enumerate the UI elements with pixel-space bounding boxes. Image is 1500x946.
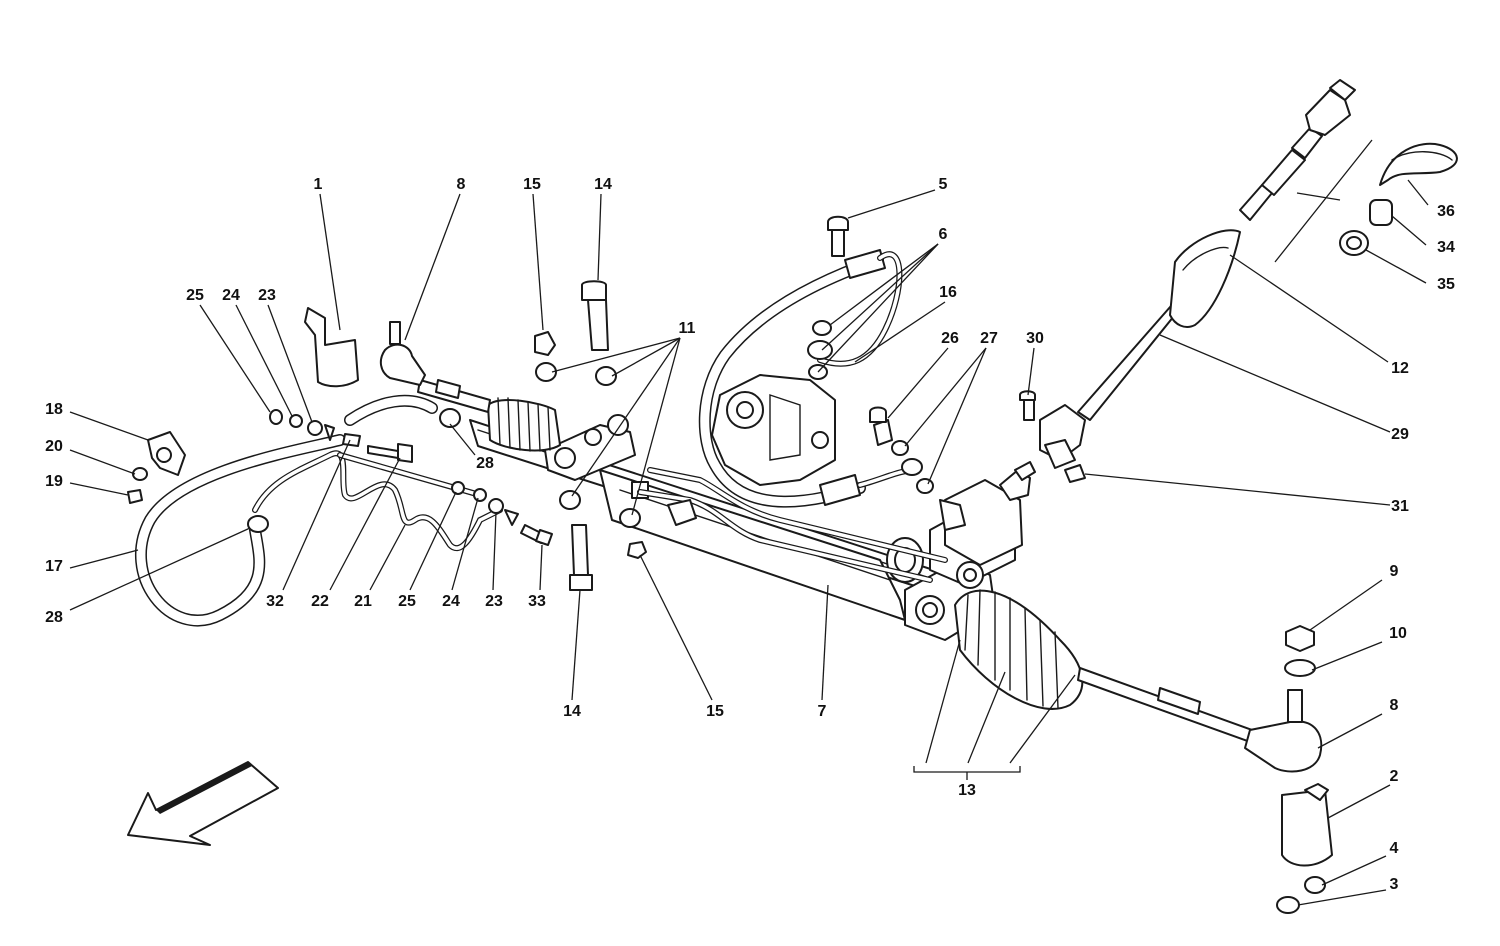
mounting-bolts-14-15 xyxy=(534,280,649,591)
callout-14-lower[interactable]: 14 xyxy=(563,703,581,720)
callout-34[interactable]: 34 xyxy=(1437,239,1455,256)
callout-8-right[interactable]: 8 xyxy=(1389,697,1399,714)
callout-1[interactable]: 1 xyxy=(313,176,323,193)
right-tie-rod xyxy=(1077,667,1323,773)
callout-26[interactable]: 26 xyxy=(941,330,959,347)
callout-24-lower[interactable]: 24 xyxy=(442,593,460,610)
callout-14[interactable]: 14 xyxy=(594,176,612,193)
callout-28-left[interactable]: 28 xyxy=(45,609,63,626)
callout-25-lower[interactable]: 25 xyxy=(398,593,416,610)
steering-column xyxy=(1019,79,1356,483)
callout-15-lower[interactable]: 15 xyxy=(706,703,724,720)
return-hose-17 xyxy=(134,394,438,627)
bracket-1 xyxy=(304,307,359,388)
callout-12[interactable]: 12 xyxy=(1391,360,1409,377)
callout-10[interactable]: 10 xyxy=(1389,625,1407,642)
callout-23[interactable]: 23 xyxy=(258,287,276,304)
leader-lines xyxy=(69,139,1429,906)
callout-32[interactable]: 32 xyxy=(266,593,284,610)
callout-7[interactable]: 7 xyxy=(817,703,827,720)
callout-25[interactable]: 25 xyxy=(186,287,204,304)
rack-pipes-7 xyxy=(637,467,966,583)
callout-13[interactable]: 13 xyxy=(958,782,976,799)
callout-5[interactable]: 5 xyxy=(938,176,948,193)
callout-36[interactable]: 36 xyxy=(1437,203,1455,220)
callout-31[interactable]: 31 xyxy=(1391,498,1409,515)
banjo-fittings-5-6 xyxy=(807,215,934,494)
callout-35[interactable]: 35 xyxy=(1437,276,1455,293)
bracket-18 xyxy=(127,431,186,504)
washer-set-upper xyxy=(269,409,335,441)
callout-6[interactable]: 6 xyxy=(938,226,948,243)
insulator-parts xyxy=(1339,142,1458,256)
callout-22[interactable]: 22 xyxy=(311,593,329,610)
callout-9[interactable]: 9 xyxy=(1389,563,1399,580)
callout-21[interactable]: 21 xyxy=(354,593,372,610)
callout-2[interactable]: 2 xyxy=(1389,768,1399,785)
callout-30[interactable]: 30 xyxy=(1026,330,1044,347)
callout-23-lower[interactable]: 23 xyxy=(485,593,503,610)
callout-18[interactable]: 18 xyxy=(45,401,63,418)
left-rack-boot xyxy=(487,397,561,452)
hose-clamp-28 xyxy=(247,408,461,533)
callout-33[interactable]: 33 xyxy=(528,593,546,610)
bolt-22 xyxy=(342,433,413,463)
callout-3[interactable]: 3 xyxy=(1389,876,1399,893)
callout-29[interactable]: 29 xyxy=(1391,426,1409,443)
pressure-hose xyxy=(698,249,918,508)
callout-19[interactable]: 19 xyxy=(45,473,63,490)
callout-16[interactable]: 16 xyxy=(939,284,957,301)
callout-24[interactable]: 24 xyxy=(222,287,240,304)
callout-4[interactable]: 4 xyxy=(1389,840,1399,857)
callout-20[interactable]: 20 xyxy=(45,438,63,455)
power-steering-pump xyxy=(711,374,836,486)
callout-11[interactable]: 11 xyxy=(678,320,696,337)
callout-17[interactable]: 17 xyxy=(45,558,63,575)
direction-arrow-icon xyxy=(127,761,279,846)
callout-8[interactable]: 8 xyxy=(456,176,466,193)
callout-27[interactable]: 27 xyxy=(980,330,998,347)
left-tie-rod xyxy=(379,321,491,413)
callout-28-clamp[interactable]: 28 xyxy=(476,455,494,472)
callout-15[interactable]: 15 xyxy=(523,176,541,193)
tie-rod-end-hardware xyxy=(1276,625,1333,914)
